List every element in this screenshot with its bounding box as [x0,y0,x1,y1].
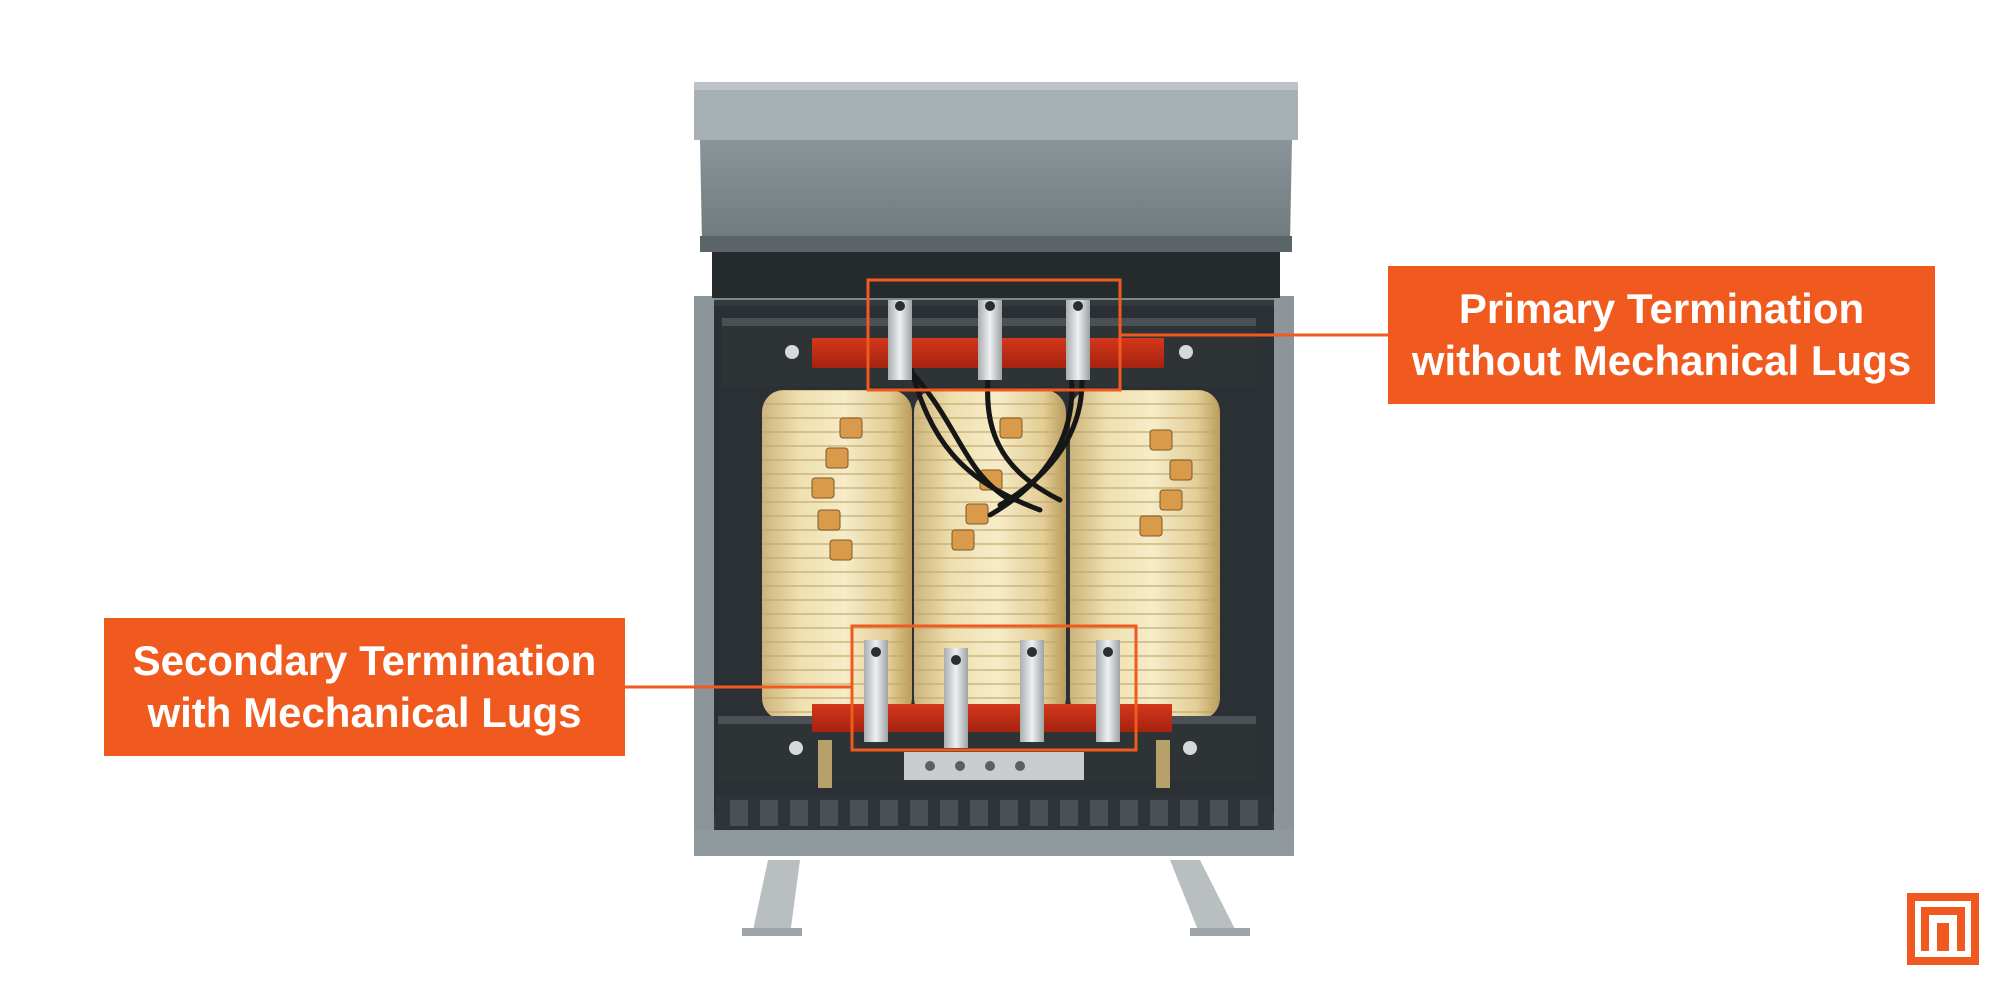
tap-terminals [811,417,1193,561]
coil-center [914,390,1066,720]
secondary-terminal-bar [812,640,1172,748]
primary-terminal-bar [812,300,1164,380]
secondary-termination-callout: Secondary Termination with Mechanical Lu… [104,618,625,756]
primary-callout-line1: Primary Termination [1458,285,1865,332]
primary-callout-line2: without Mechanical Lugs [1411,337,1912,384]
secondary-callout-line1: Secondary Termination [132,637,597,684]
primary-termination-callout: Primary Termination without Mechanical L… [1388,266,1935,404]
brand-logo-icon [1907,893,1979,965]
transformer-feet [742,860,1250,936]
top-hood [694,82,1298,298]
coil-right [1070,390,1220,720]
secondary-callout-line2: with Mechanical Lugs [147,689,582,736]
cables [897,357,1085,518]
